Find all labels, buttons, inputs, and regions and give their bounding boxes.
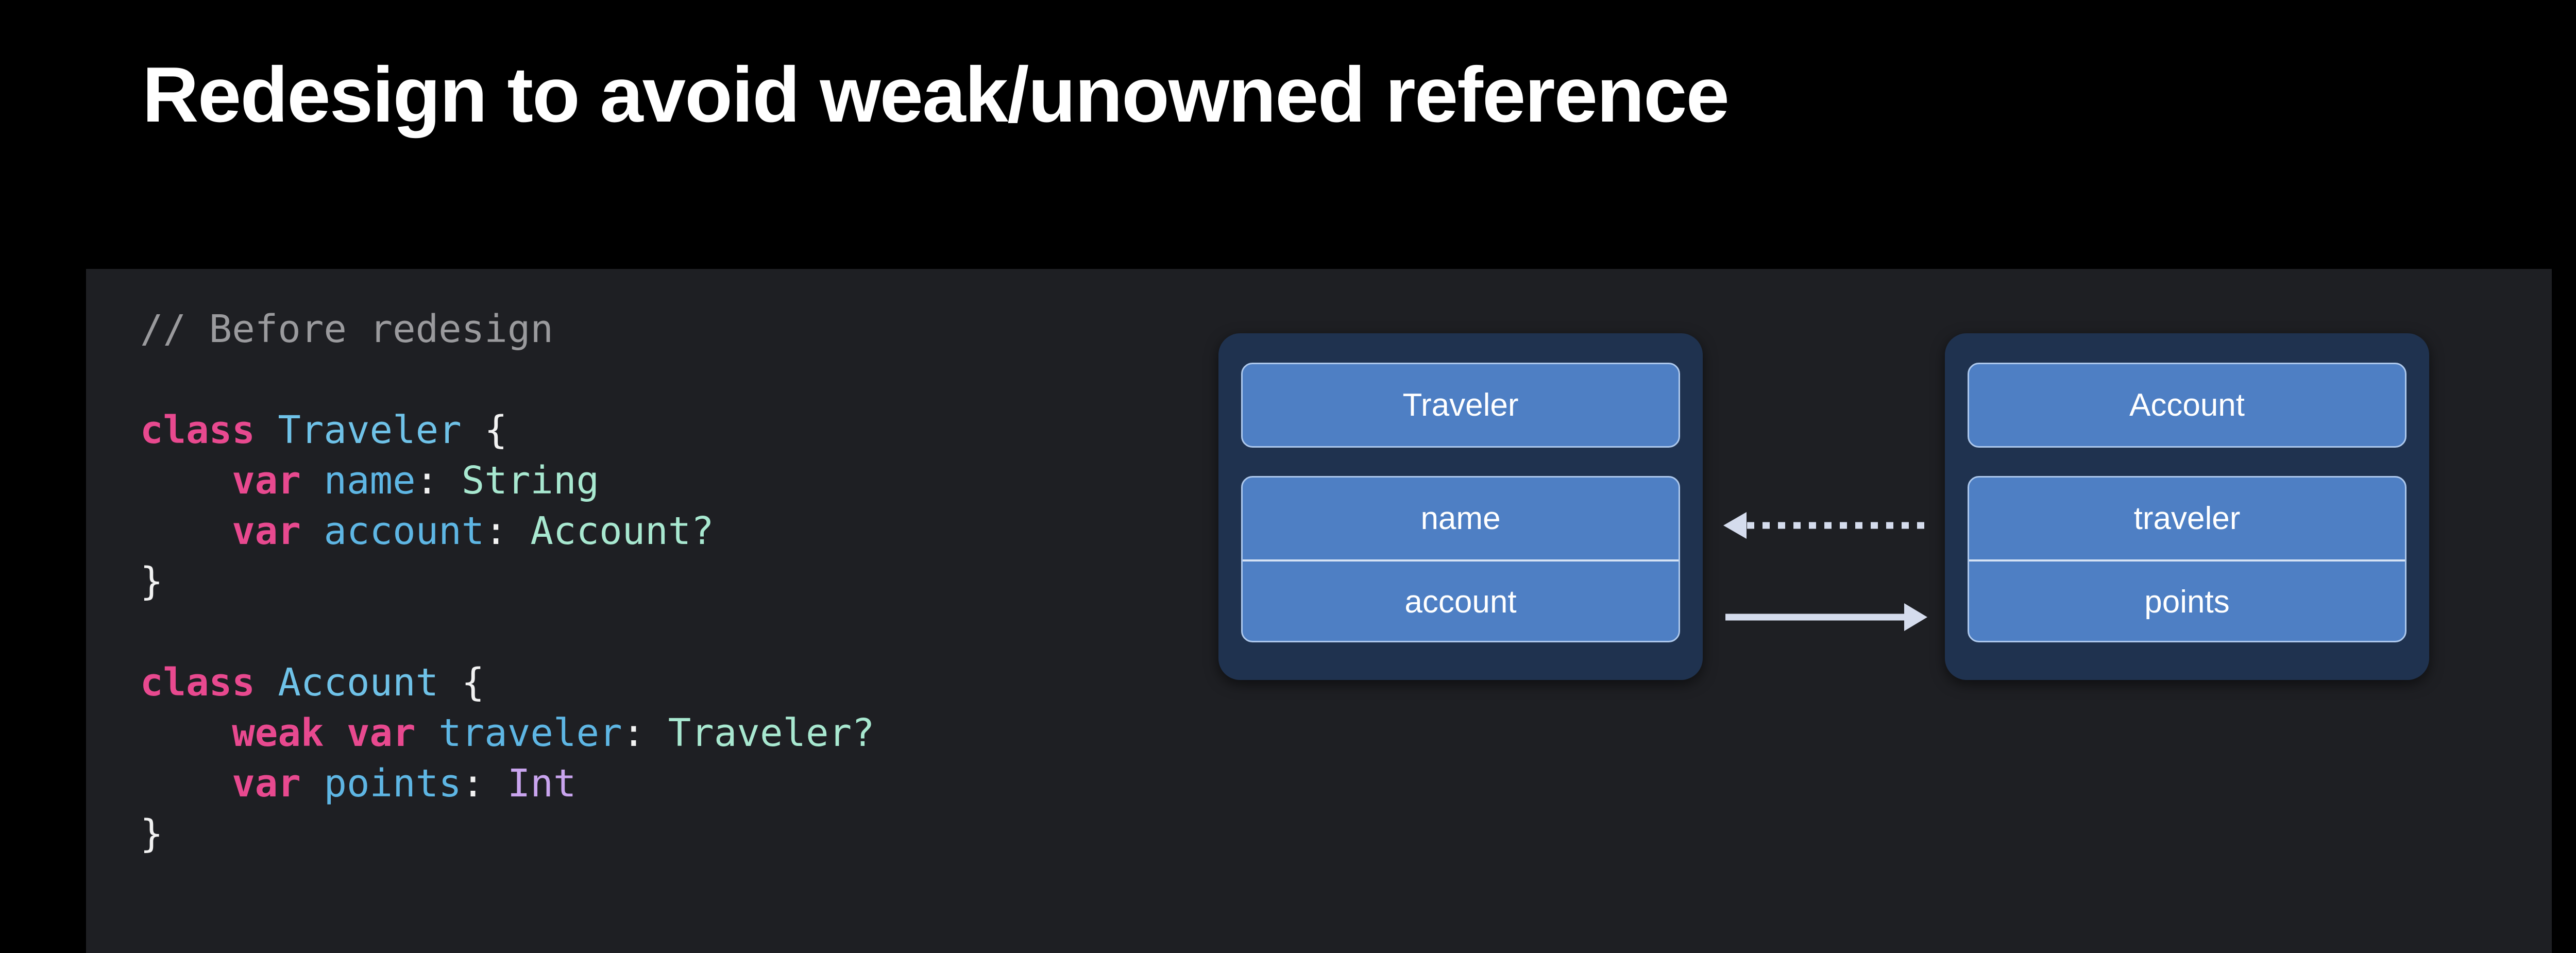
code-token-prop: account <box>324 509 485 553</box>
code-token-keyword: weak var <box>232 711 416 755</box>
code-line: class Account { <box>140 657 875 708</box>
code-token-plain: : <box>622 711 668 755</box>
code-line: // Before redesign <box>140 304 875 354</box>
code-token-comment: // Before redesign <box>140 307 553 351</box>
uml-class-traveler-title: Traveler <box>1241 363 1680 448</box>
code-line: var points: Int <box>140 758 875 809</box>
uml-property-name: name <box>1420 500 1501 536</box>
code-line: weak var traveler: Traveler? <box>140 708 875 758</box>
strong-reference-arrow-solid <box>1725 603 1927 631</box>
code-token-plain: { <box>461 408 507 452</box>
code-token-ret: Traveler? <box>668 711 875 755</box>
code-token-plain: : <box>484 509 531 553</box>
code-token-plain: { <box>438 660 485 705</box>
code-token-type: Account <box>278 660 439 705</box>
code-token-prop: points <box>324 761 462 806</box>
uml-class-traveler: Traveler name account <box>1218 333 1703 680</box>
code-token-prop: name <box>324 458 416 503</box>
code-line: var account: Account? <box>140 506 875 556</box>
code-token-plain: } <box>140 559 163 604</box>
uml-property-points: points <box>1969 559 2405 641</box>
uml-class-account-title: Account <box>1968 363 2406 448</box>
code-token-plain: : <box>415 458 462 503</box>
page-title: Redesign to avoid weak/unowned reference <box>142 51 1730 139</box>
code-line: class Traveler { <box>140 405 875 455</box>
code-token-keyword: class <box>140 660 255 705</box>
uml-property-account: account <box>1243 559 1679 641</box>
uml-property-traveler: traveler <box>2133 500 2241 536</box>
code-token-prop: traveler <box>438 711 622 755</box>
code-block: // Before redesign class Traveler { var … <box>140 304 875 859</box>
code-line: var name: String <box>140 455 875 506</box>
code-token-ret: Account? <box>530 509 714 553</box>
code-token-plain: : <box>461 761 507 806</box>
code-line: } <box>140 809 875 859</box>
weak-reference-arrow-dashed <box>1723 512 1924 539</box>
code-token-keyword: var <box>232 761 301 806</box>
code-token-ret: String <box>461 458 600 503</box>
code-token-keyword: var <box>232 509 301 553</box>
uml-class-account: Account traveler points <box>1945 333 2429 680</box>
uml-class-traveler-properties: name account <box>1241 476 1680 642</box>
code-token-keyword: class <box>140 408 255 452</box>
code-line: } <box>140 556 875 607</box>
code-token-type: Traveler <box>278 408 462 452</box>
code-token-int: Int <box>507 761 577 806</box>
uml-class-account-properties: traveler points <box>1968 476 2406 642</box>
code-token-keyword: var <box>232 458 301 503</box>
uml-relations <box>1723 512 1927 631</box>
code-token-plain: } <box>140 812 163 856</box>
